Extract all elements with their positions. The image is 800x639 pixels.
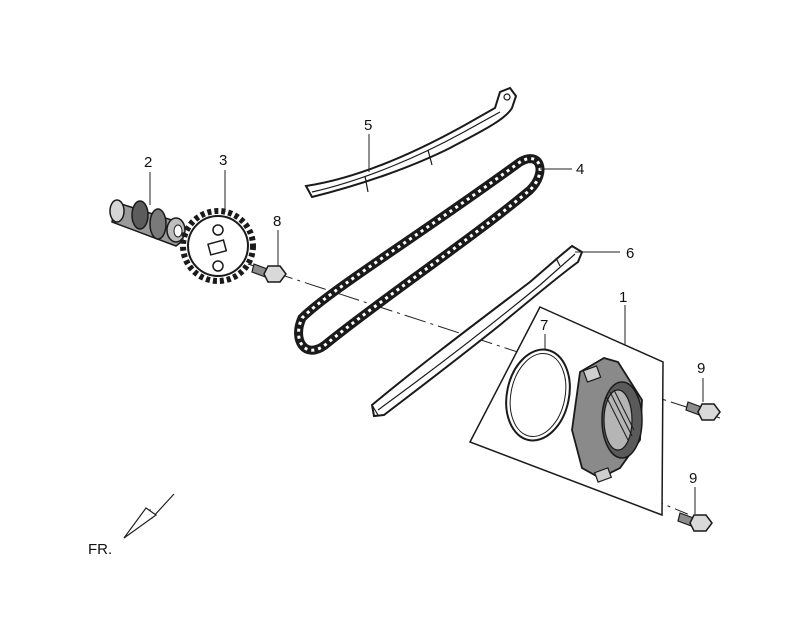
cam-sprocket bbox=[180, 208, 256, 284]
tensioner-assembly-panel bbox=[468, 306, 664, 517]
leader-lines bbox=[149, 134, 704, 514]
callout-5: 5 bbox=[364, 117, 372, 134]
chain-guide-upper bbox=[304, 86, 518, 199]
callout-3: 3 bbox=[219, 152, 227, 169]
callout-1: 1 bbox=[619, 289, 627, 306]
front-label: FR. bbox=[88, 541, 112, 558]
callout-4: 4 bbox=[576, 161, 584, 178]
bolt-lower bbox=[677, 512, 713, 532]
callout-8: 8 bbox=[273, 213, 281, 230]
chain-guide-lower bbox=[370, 244, 584, 418]
front-direction-arrow-icon bbox=[123, 493, 175, 539]
callout-2: 2 bbox=[144, 154, 152, 171]
callout-7: 7 bbox=[540, 317, 548, 334]
callout-6: 6 bbox=[626, 245, 634, 262]
timing-chain bbox=[294, 154, 545, 355]
center-line bbox=[204, 249, 721, 419]
sprocket-bolt bbox=[251, 263, 287, 283]
callout-9-upper: 9 bbox=[697, 360, 705, 377]
o-ring bbox=[505, 348, 571, 442]
callout-9-lower: 9 bbox=[689, 470, 697, 487]
camshaft bbox=[109, 199, 187, 247]
bolt-upper bbox=[685, 401, 721, 421]
